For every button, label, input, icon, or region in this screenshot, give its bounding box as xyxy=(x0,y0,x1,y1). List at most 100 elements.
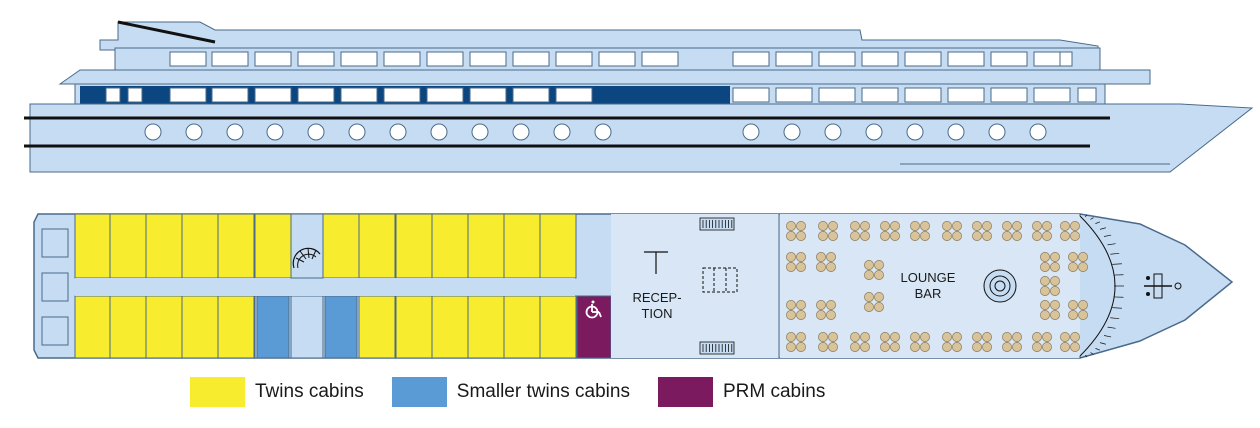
table-group xyxy=(910,221,930,241)
porthole xyxy=(389,123,407,141)
window xyxy=(340,51,378,67)
window xyxy=(1077,87,1097,103)
table-group xyxy=(1060,332,1080,352)
chair xyxy=(864,260,874,270)
window xyxy=(732,51,770,67)
chair xyxy=(952,221,962,231)
chair xyxy=(1070,231,1080,241)
lounge-label: BAR xyxy=(915,286,942,301)
table-group xyxy=(1040,300,1060,320)
window xyxy=(383,51,421,67)
chair xyxy=(880,332,890,342)
chair xyxy=(880,342,890,352)
ship-side-profile xyxy=(24,20,1254,173)
chair xyxy=(816,262,826,272)
chair xyxy=(1040,310,1050,320)
porthole xyxy=(144,123,162,141)
table-group xyxy=(880,332,900,352)
chair xyxy=(828,231,838,241)
chair xyxy=(1060,221,1070,231)
twin-cabin xyxy=(539,295,577,359)
porthole xyxy=(471,123,489,141)
porthole xyxy=(783,123,801,141)
table-group xyxy=(972,221,992,241)
chair xyxy=(890,332,900,342)
table-group xyxy=(942,332,962,352)
reception-label: RECEP- xyxy=(632,290,681,305)
twin-cabin xyxy=(254,213,292,279)
chair xyxy=(826,300,836,310)
chair xyxy=(786,221,796,231)
table-group xyxy=(786,300,806,320)
chair xyxy=(942,231,952,241)
table-group xyxy=(818,332,838,352)
twin-cabin xyxy=(467,213,505,279)
twin-cabin xyxy=(431,295,469,359)
chair xyxy=(786,310,796,320)
window xyxy=(169,51,207,67)
twin-cabin xyxy=(539,213,577,279)
window xyxy=(469,87,507,103)
chair xyxy=(816,300,826,310)
twin-cabin xyxy=(395,295,433,359)
chair xyxy=(1042,342,1052,352)
chair xyxy=(796,231,806,241)
window xyxy=(297,87,335,103)
wheelchair-icon xyxy=(585,300,602,319)
chair xyxy=(982,342,992,352)
twin-cabin xyxy=(74,213,112,279)
chair xyxy=(1040,252,1050,262)
chair xyxy=(920,332,930,342)
prm-cabin[interactable] xyxy=(576,295,612,359)
chair xyxy=(1078,252,1088,262)
window xyxy=(947,87,985,103)
window xyxy=(555,87,593,103)
hull xyxy=(29,103,1254,173)
chair xyxy=(796,262,806,272)
twin-cabin xyxy=(358,295,396,359)
chair xyxy=(1078,300,1088,310)
legend-label-twin: Twins cabins xyxy=(255,381,364,402)
bow-tick xyxy=(1085,214,1088,218)
window xyxy=(512,87,550,103)
bow-tick xyxy=(1090,217,1094,220)
porthole xyxy=(348,123,366,141)
chair xyxy=(1050,300,1060,310)
stern-box xyxy=(41,228,69,258)
bow-tick xyxy=(1103,234,1112,237)
legend: Twins cabins Smaller twins cabins PRM ca… xyxy=(190,376,853,408)
bow-tick xyxy=(1099,342,1106,345)
twin-cabin xyxy=(181,295,219,359)
bow-window-arc xyxy=(1079,214,1124,358)
deck-plan: RECEP- TION LOUNGE BAR xyxy=(33,213,1234,359)
twin-cabin xyxy=(109,213,147,279)
table-group xyxy=(942,221,962,241)
twin-cabin xyxy=(74,295,112,359)
window xyxy=(775,51,813,67)
chair xyxy=(1068,252,1078,262)
chair xyxy=(1012,332,1022,342)
twin-cabin xyxy=(181,213,219,279)
bow-tick xyxy=(1103,335,1112,338)
chair xyxy=(826,252,836,262)
porthole xyxy=(226,123,244,141)
chair xyxy=(1060,231,1070,241)
chair xyxy=(1070,342,1080,352)
chair xyxy=(796,300,806,310)
bar-counter xyxy=(983,269,1017,303)
chair xyxy=(1068,310,1078,320)
bow-tick xyxy=(1110,252,1120,255)
window xyxy=(990,87,1028,103)
chair xyxy=(1012,231,1022,241)
chair xyxy=(982,332,992,342)
chair xyxy=(1050,252,1060,262)
porthole xyxy=(553,123,571,141)
twin-cabin xyxy=(467,295,505,359)
chair xyxy=(1002,221,1012,231)
table-group xyxy=(818,221,838,241)
window xyxy=(861,51,899,67)
table-group xyxy=(816,252,836,272)
corridor-gap xyxy=(290,295,324,359)
chair xyxy=(796,332,806,342)
table-group xyxy=(1032,221,1052,241)
